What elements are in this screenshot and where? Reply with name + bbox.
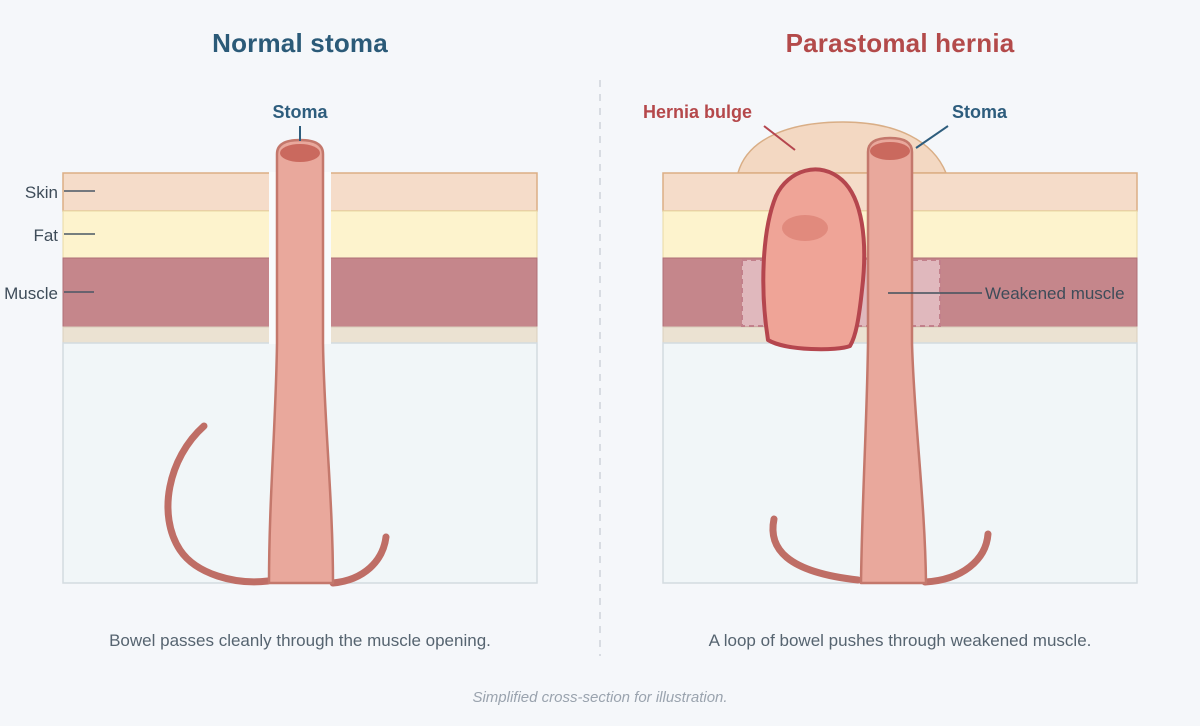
muscle-label: Muscle <box>4 284 58 303</box>
stoma-opening-right <box>870 142 910 160</box>
weakened-muscle-label: Weakened muscle <box>985 284 1125 303</box>
hernia-loop-highlight <box>782 215 828 241</box>
stoma-opening-left <box>280 144 320 162</box>
stoma-tube-right <box>859 136 928 585</box>
stoma-pointer-right <box>915 125 949 149</box>
fat-label: Fat <box>33 226 58 245</box>
left-panel-art <box>62 126 538 587</box>
herniated-bowel-loop <box>761 167 867 352</box>
right-panel-caption: A loop of bowel pushes through weakened … <box>708 631 1092 650</box>
left-panel-title: Normal stoma <box>212 28 388 58</box>
bowel-curve-right-left <box>769 515 862 584</box>
bowel-curve-left-large <box>164 422 272 586</box>
right-panel-title: Parastomal hernia <box>785 28 1015 58</box>
bowel-curve-right-right <box>921 530 992 586</box>
footer-note: Simplified cross-section for illustratio… <box>472 689 728 706</box>
stoma-label-right: Stoma <box>952 102 1008 122</box>
skin-label: Skin <box>24 183 58 202</box>
bowel-curve-left-small <box>329 533 390 587</box>
left-panel-caption: Bowel passes cleanly through the muscle … <box>109 631 491 650</box>
stoma-tube-left <box>267 138 335 585</box>
hernia-bulge-pointer <box>763 125 796 151</box>
stoma-label-left: Stoma <box>272 102 328 122</box>
right-panel-art <box>662 121 1138 586</box>
hernia-bulge-label: Hernia bulge <box>642 102 752 122</box>
